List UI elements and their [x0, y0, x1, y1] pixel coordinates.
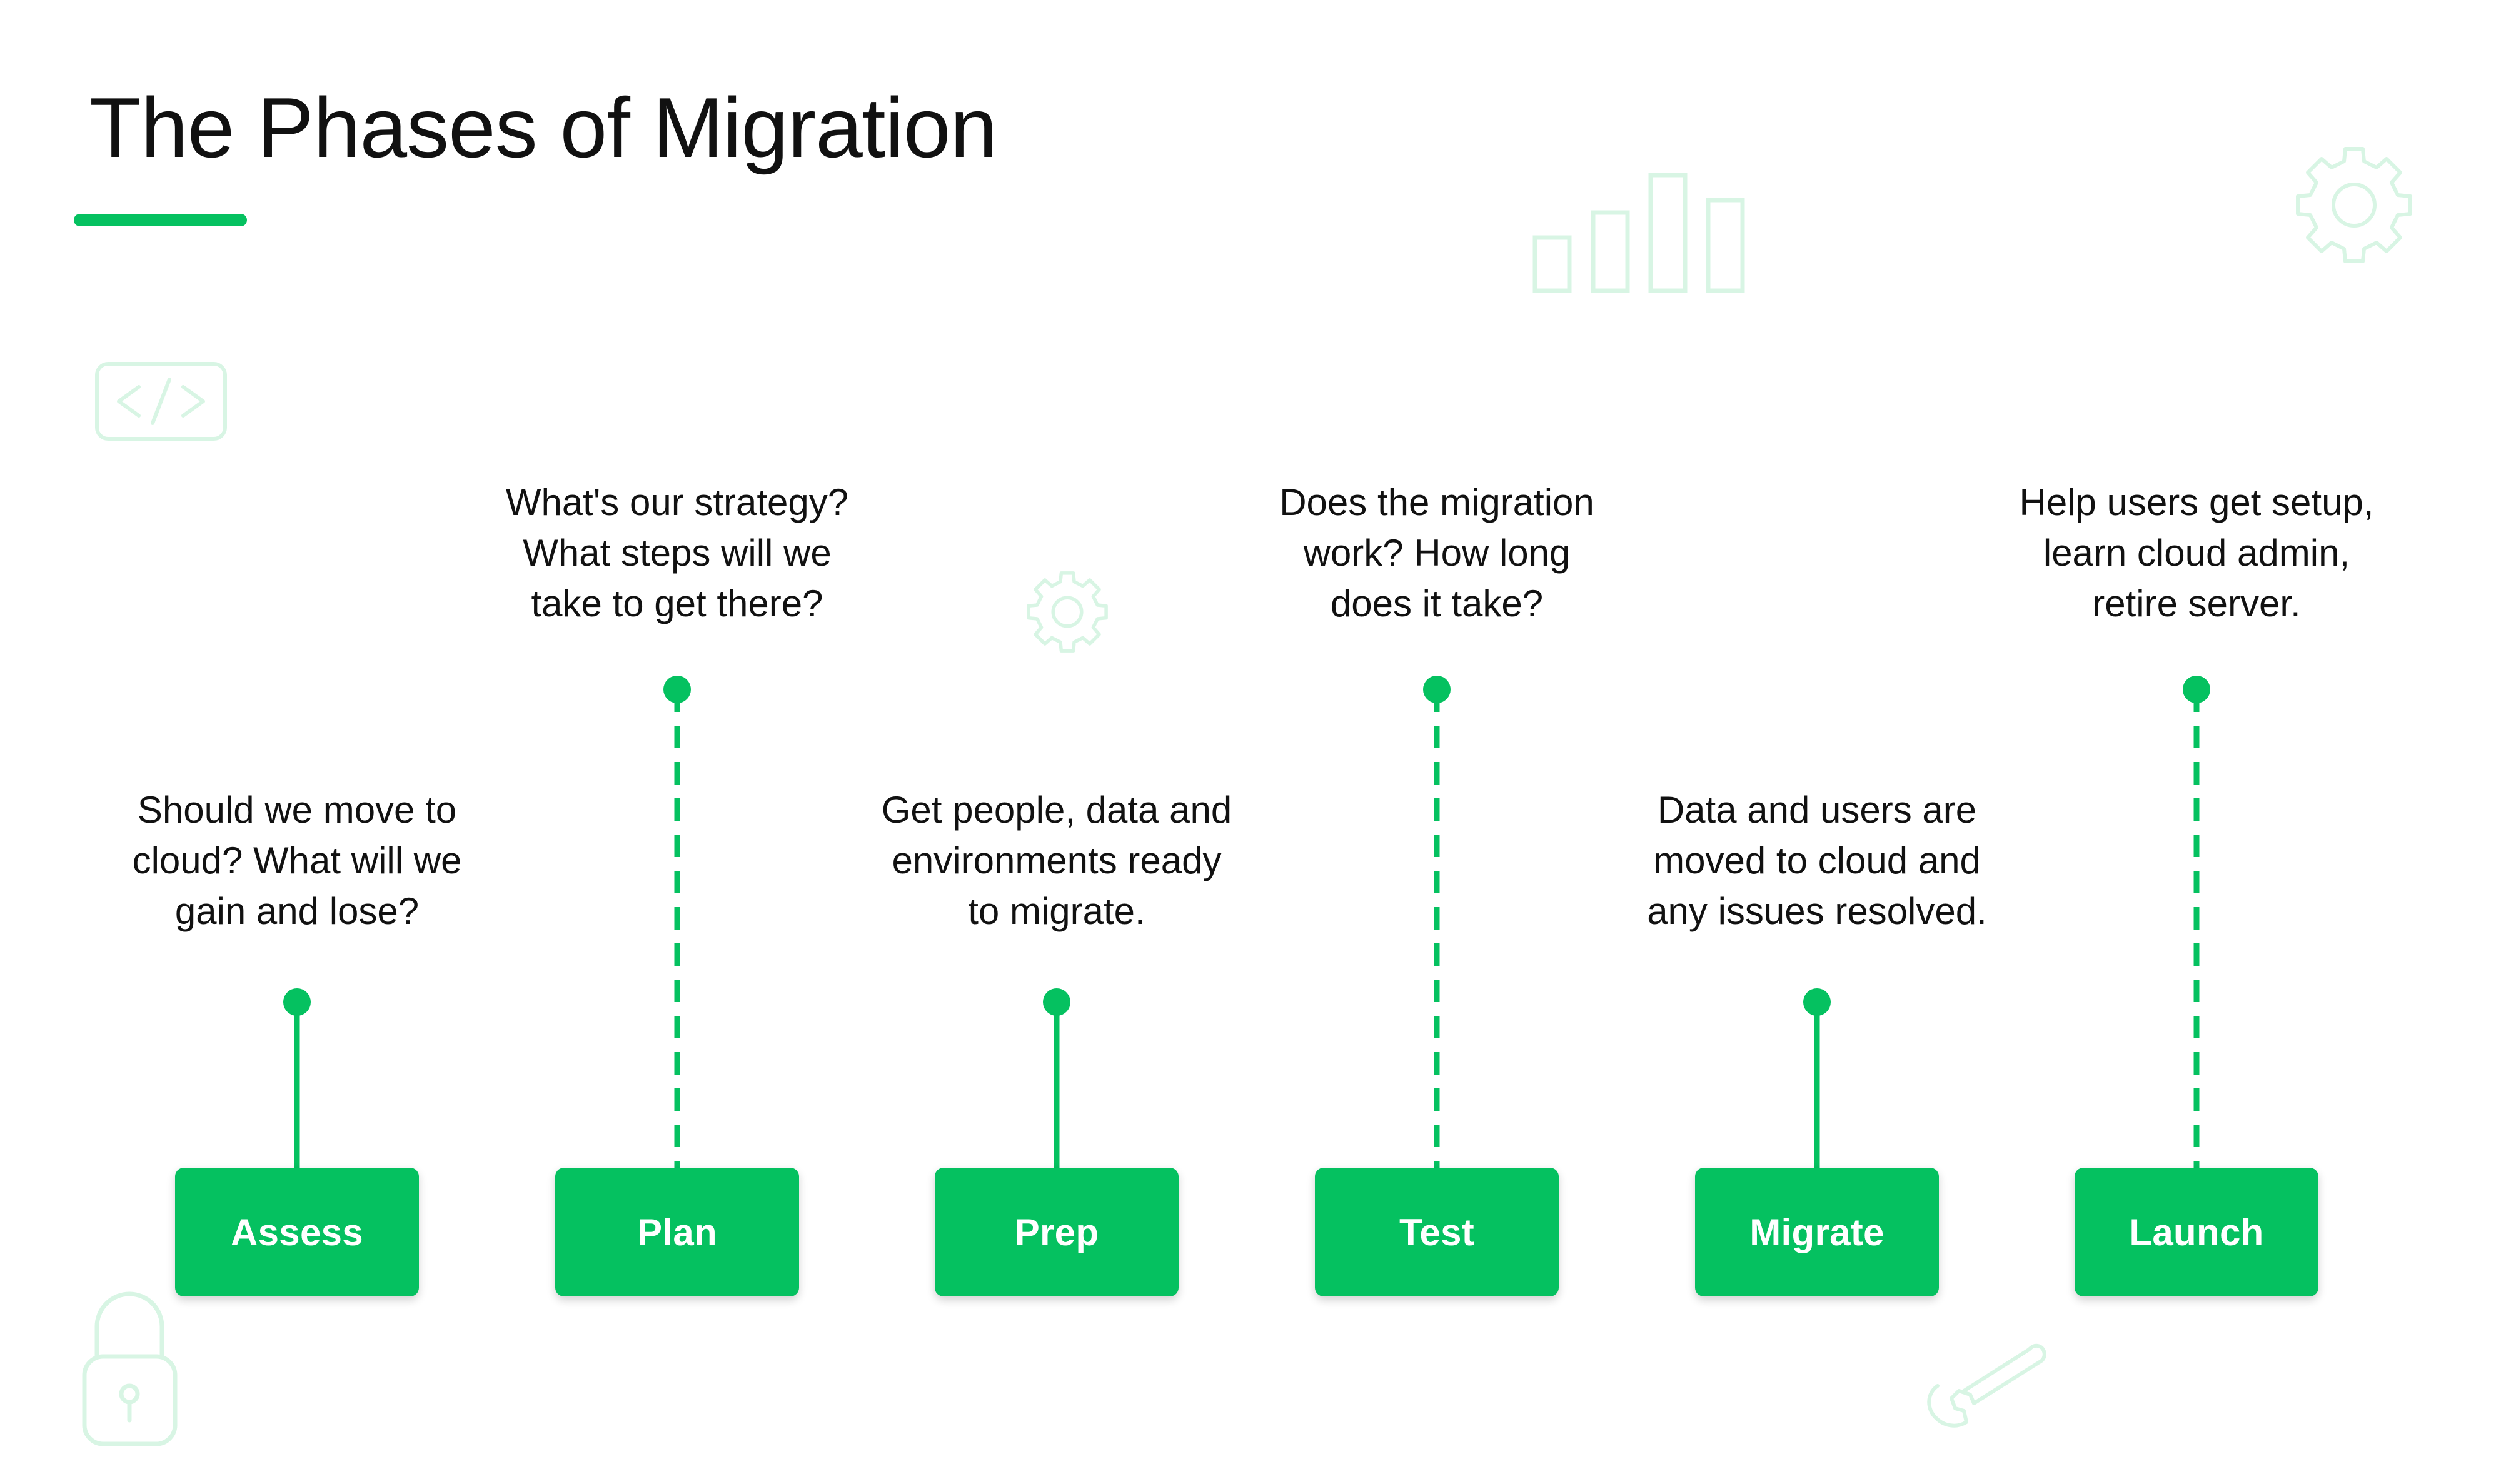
- lock-icon: [81, 1288, 178, 1447]
- dot-plan: [663, 676, 691, 703]
- description-line: any issues resolved.: [1647, 890, 1987, 932]
- phase-box-launch: Launch: [2075, 1168, 2318, 1296]
- phase-description-plan: What's our strategy? What steps will we ta…: [471, 477, 883, 629]
- description-line: Data and users are: [1657, 789, 1977, 831]
- phase-description-migrate: Data and users are moved to cloud and any …: [1611, 785, 2023, 936]
- phase-description-test: Does the migration work? How long does it …: [1230, 477, 1643, 629]
- description-line: does it take?: [1330, 583, 1544, 624]
- dot-migrate: [1803, 988, 1831, 1016]
- gear-icon: [1024, 569, 1110, 655]
- description-line: learn cloud admin,: [2043, 532, 2350, 574]
- description-line: Does the migration: [1279, 481, 1594, 523]
- bar-chart-icon: [1532, 172, 1748, 294]
- phase-description-launch: Help users get setup, learn cloud admin, r…: [1990, 477, 2403, 629]
- description-line: gain and lose?: [174, 890, 420, 932]
- dot-assess: [283, 988, 311, 1016]
- dot-launch: [2183, 676, 2210, 703]
- description-line: Should we move to: [137, 789, 457, 831]
- phase-description-assess: Should we move to cloud? What will we gain…: [91, 785, 503, 936]
- phase-label: Test: [1399, 1211, 1475, 1253]
- phase-box-test: Test: [1315, 1168, 1559, 1296]
- description-line: take to get there?: [531, 583, 823, 624]
- phase-label: Migrate: [1749, 1211, 1885, 1253]
- code-icon: [94, 361, 228, 442]
- description-line: What's our strategy?: [505, 481, 849, 523]
- description-line: cloud? What will we: [132, 840, 462, 881]
- phase-box-prep: Prep: [935, 1168, 1179, 1296]
- phase-label: Assess: [231, 1211, 363, 1253]
- page-title: The Phases of Migration: [89, 80, 997, 175]
- description-line: to migrate.: [968, 890, 1145, 932]
- phase-label: Prep: [1014, 1211, 1099, 1253]
- description-line: environments ready: [892, 840, 1222, 881]
- phase-box-assess: Assess: [175, 1168, 419, 1296]
- gear-icon: [2292, 143, 2417, 268]
- phase-box-migrate: Migrate: [1695, 1168, 1939, 1296]
- phase-label: Launch: [2129, 1211, 2264, 1253]
- description-line: Help users get setup,: [2019, 481, 2374, 523]
- description-line: Get people, data and: [881, 789, 1232, 831]
- phase-description-prep: Get people, data and environments ready to…: [850, 785, 1263, 936]
- dot-test: [1423, 676, 1451, 703]
- title-underline: [74, 214, 247, 226]
- description-line: What steps will we: [523, 532, 832, 574]
- phase-box-plan: Plan: [555, 1168, 799, 1296]
- wrench-icon: [1923, 1341, 2051, 1435]
- description-line: moved to cloud and: [1653, 840, 1981, 881]
- phase-label: Plan: [637, 1211, 717, 1253]
- description-line: retire server.: [2092, 583, 2301, 624]
- description-line: work? How long: [1303, 532, 1571, 574]
- dot-prep: [1043, 988, 1070, 1016]
